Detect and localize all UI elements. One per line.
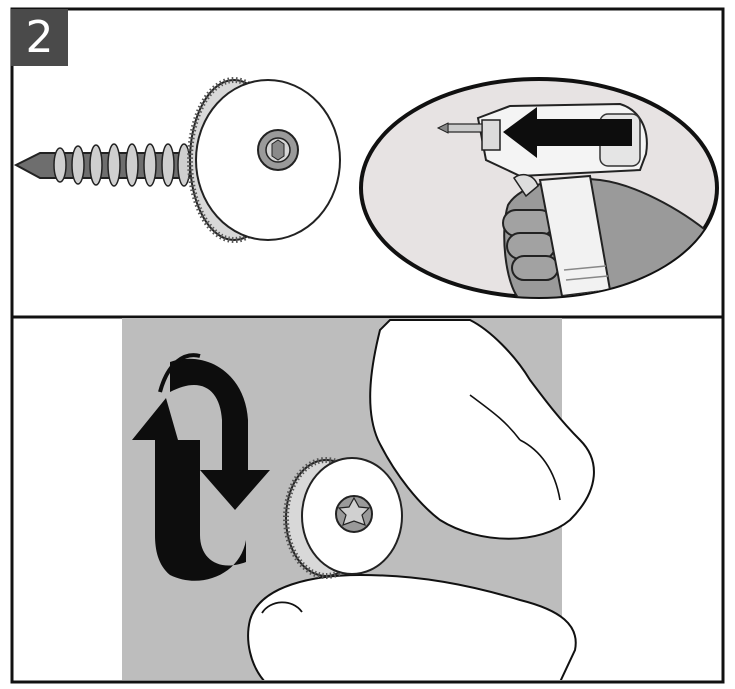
- step-number-badge: 2: [11, 9, 68, 66]
- cap-front-view: [286, 458, 402, 576]
- bottom-panel: [12, 317, 723, 682]
- step-number: 2: [26, 16, 54, 60]
- cap-side-view: [190, 80, 340, 240]
- top-panel: [12, 9, 723, 317]
- drill-lens: [361, 79, 717, 300]
